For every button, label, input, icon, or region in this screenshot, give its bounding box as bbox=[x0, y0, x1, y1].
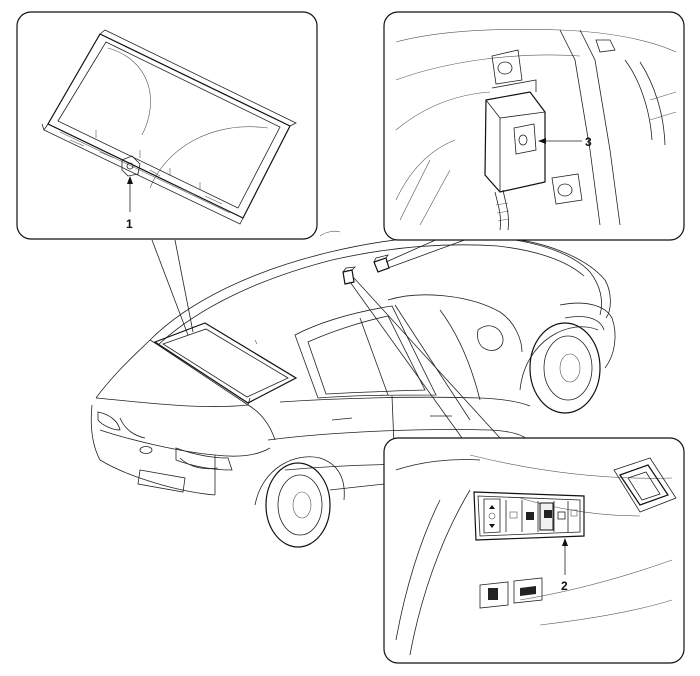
module-marker-rear bbox=[342, 266, 357, 285]
module-marker-front bbox=[373, 254, 390, 273]
detail-panel-control-unit: 3 bbox=[383, 11, 685, 241]
car-illustration bbox=[90, 230, 616, 548]
detail-panel-switch: 2 bbox=[383, 437, 685, 664]
detail-panel-sunroof: 1 bbox=[16, 11, 318, 240]
callout-2: 2 bbox=[561, 579, 568, 593]
leader-lines bbox=[151, 237, 501, 439]
callout-3: 3 bbox=[585, 135, 592, 149]
callout-1: 1 bbox=[126, 217, 133, 231]
